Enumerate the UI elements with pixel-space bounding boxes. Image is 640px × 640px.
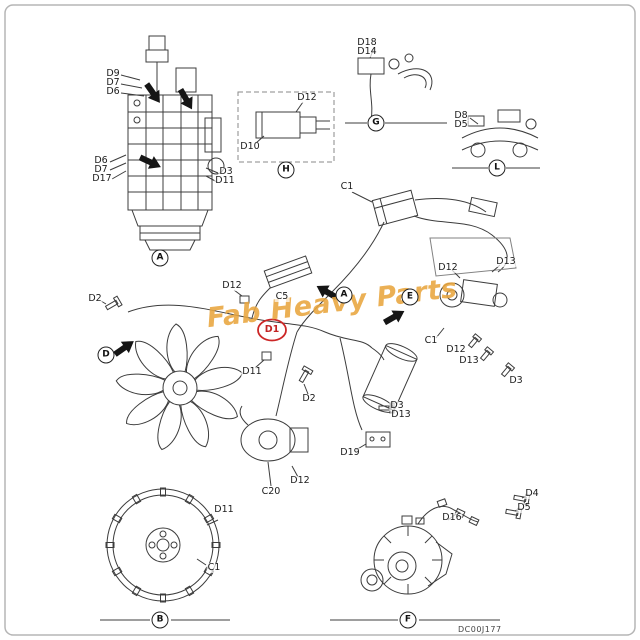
- fan-shroud-art: [105, 487, 221, 603]
- highlight-circle-d1: [257, 318, 287, 342]
- bolt-art: [505, 493, 531, 520]
- drawing-code: DC00J177: [458, 625, 502, 634]
- engine-assembly-art: [109, 35, 225, 251]
- direction-arrows: [113, 82, 405, 357]
- bracket-detail-art: [345, 47, 447, 124]
- page-border: [4, 4, 636, 636]
- wiring-harness-art: [100, 189, 517, 487]
- alternator-art: [360, 498, 480, 595]
- clamp-detail-art: [452, 109, 540, 169]
- fan-art: [115, 323, 243, 451]
- connector-detail-art: [237, 91, 335, 163]
